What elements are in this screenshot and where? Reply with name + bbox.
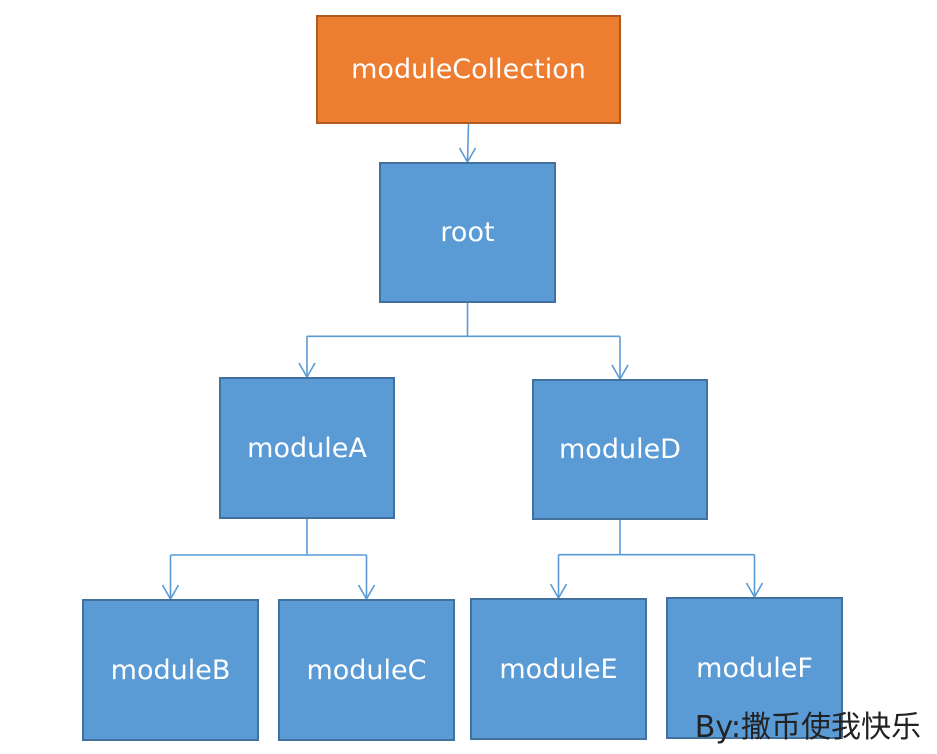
module-d-node: moduleD xyxy=(532,379,708,520)
module-b-node: moduleB xyxy=(82,599,259,741)
root-node: root xyxy=(379,162,556,303)
author-watermark: By:撒币使我快乐 xyxy=(694,710,921,745)
module-c-node: moduleC xyxy=(278,599,455,741)
module-e-node: moduleE xyxy=(470,598,647,740)
connector-module_collection-root xyxy=(466,123,470,163)
module-a-node: moduleA xyxy=(219,377,395,519)
module-f-node: moduleF xyxy=(666,597,843,739)
module-collection-node: moduleCollection xyxy=(316,15,621,124)
